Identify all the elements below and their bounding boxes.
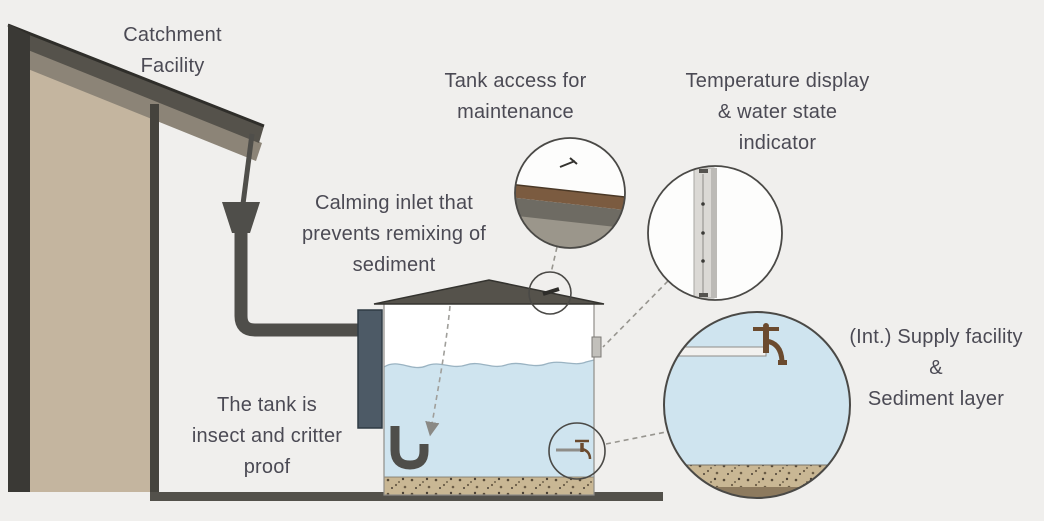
- tank-access-circle: [514, 137, 626, 249]
- connector-temperature: [602, 280, 669, 348]
- label-catchment-facility: Catchment Facility: [123, 24, 222, 77]
- catchment-house: [7, 23, 265, 492]
- temperature-detail: [693, 167, 717, 299]
- roof: [8, 24, 264, 143]
- supply-detail: [664, 312, 850, 497]
- sediment-layer: [383, 476, 595, 496]
- eave-pipe: [240, 133, 255, 205]
- tank-tap: [556, 439, 592, 460]
- supply-circle: [663, 311, 851, 499]
- roof-soffit: [8, 41, 262, 161]
- cap-highlight-circle: [528, 271, 572, 315]
- connector-supply: [605, 431, 667, 445]
- label-supply-facility: (Int.) Supply facility & Sediment layer: [849, 326, 1023, 410]
- water-surface-line: [383, 359, 595, 369]
- temperature-circle: [647, 165, 783, 301]
- calming-inlet-box: [357, 309, 383, 429]
- label-tank-proof: The tank is insect and critter proof: [191, 394, 343, 478]
- supply-faucet: [753, 323, 787, 365]
- tap-highlight-circle: [548, 422, 606, 480]
- vent-mark: [559, 157, 578, 168]
- storage-tank: [357, 271, 606, 496]
- house-corner-trim: [150, 104, 159, 492]
- supply-pipe: [677, 346, 767, 357]
- callout-supply: [663, 311, 851, 499]
- roof-ridge-line: [7, 23, 265, 128]
- cap-hatch-mark: [542, 287, 560, 296]
- callout-temperature: [647, 165, 783, 301]
- lid-plank: [515, 184, 625, 211]
- label-temperature-display: Temperature display & water state indica…: [685, 70, 870, 154]
- callout-tank-access: [514, 137, 626, 249]
- house-wall: [28, 68, 150, 492]
- label-tank-access: Tank access for maintenance: [444, 70, 587, 123]
- tank-indicator-tab: [591, 336, 602, 358]
- house-left-edge: [8, 24, 30, 492]
- label-calming-inlet: Calming inlet that prevents remixing of …: [301, 192, 487, 276]
- detail-water: [664, 312, 850, 467]
- calming-inlet-j-pipe: [390, 426, 429, 470]
- tank-water: [384, 360, 594, 477]
- detail-sediment: [664, 465, 850, 487]
- downpipe: [234, 231, 362, 337]
- gutter-downpipe: [222, 133, 362, 337]
- connector-tank-access: [550, 246, 558, 274]
- gutter-funnel: [222, 202, 260, 233]
- ground-line: [150, 492, 663, 501]
- callout-connectors: [550, 246, 669, 445]
- flow-arrow: [425, 305, 451, 437]
